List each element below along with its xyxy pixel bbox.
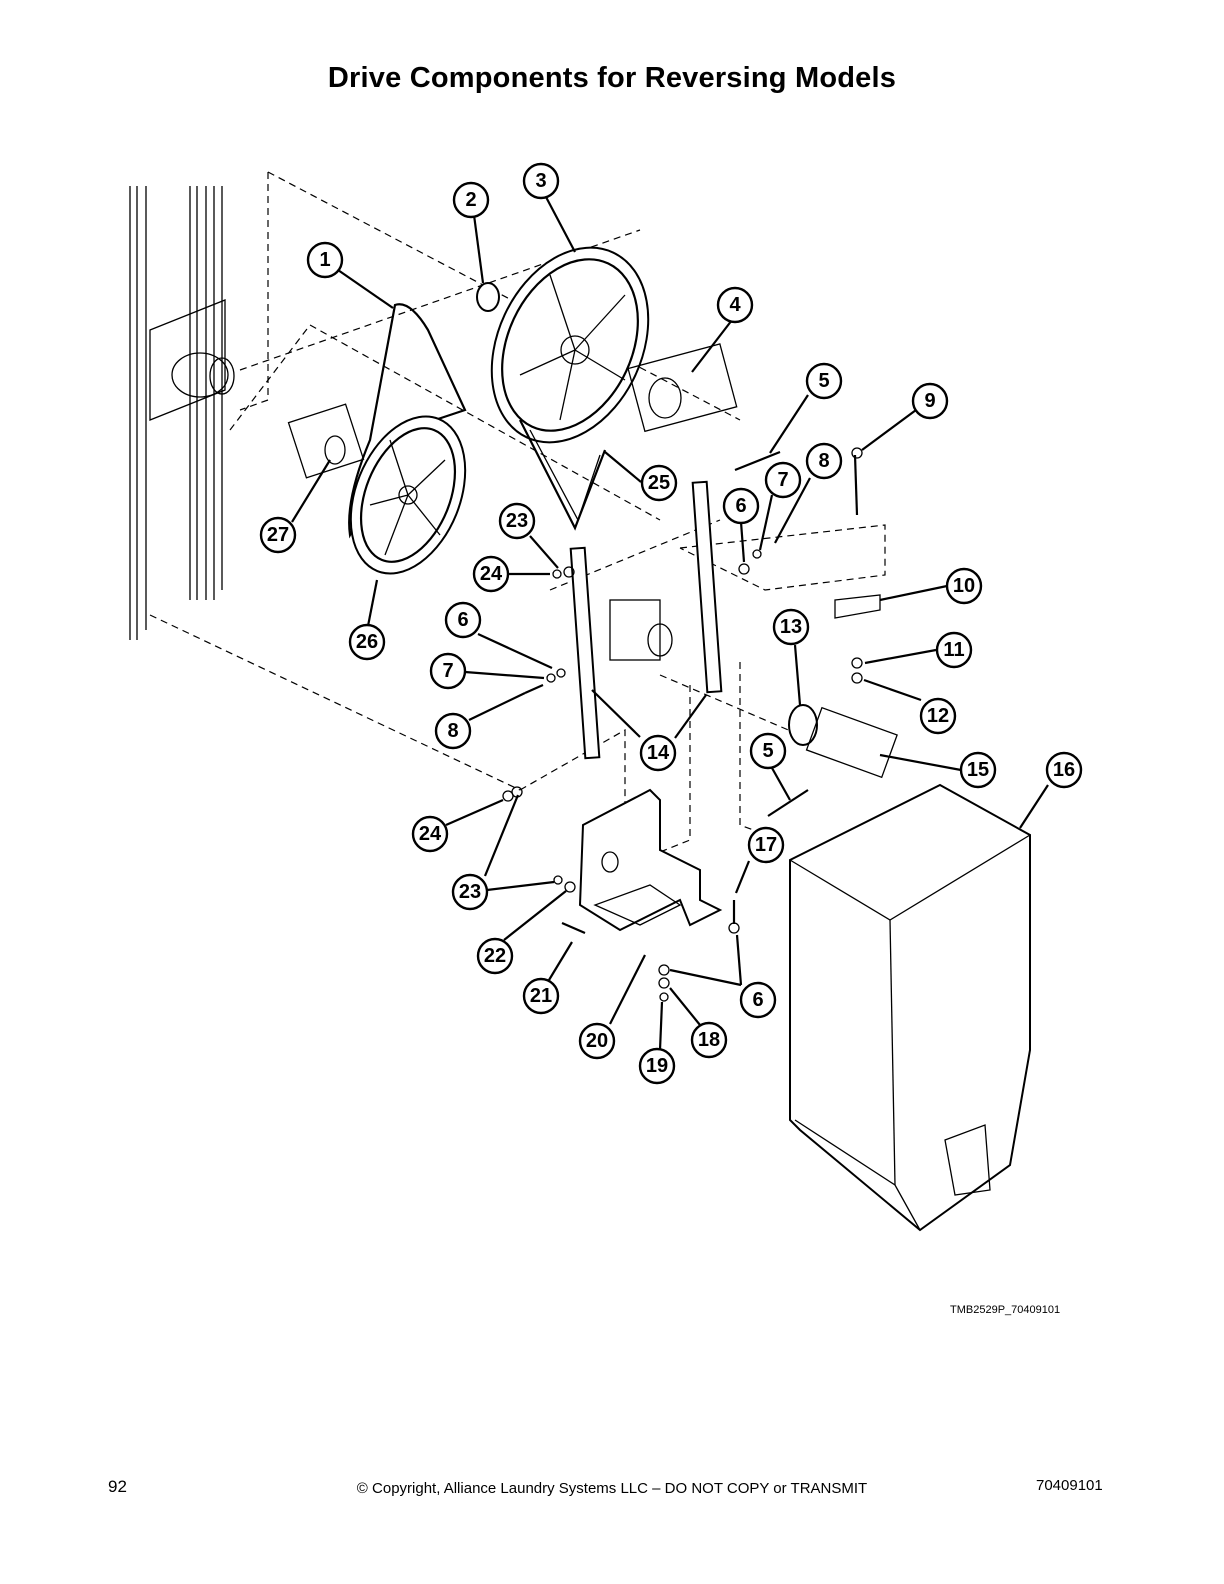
- svg-text:20: 20: [586, 1030, 608, 1052]
- svg-text:23: 23: [459, 881, 481, 903]
- svg-text:5: 5: [762, 740, 773, 762]
- callout-2: 2: [452, 181, 490, 219]
- svg-text:17: 17: [755, 834, 777, 856]
- callout-5-upper: 5: [805, 362, 843, 400]
- hardware: [502, 447, 898, 1002]
- figure-id: TMB2529P_70409101: [950, 1304, 1061, 1316]
- copyright-notice: © Copyright, Alliance Laundry Systems LL…: [356, 1480, 868, 1497]
- large-pulley-assembly: [476, 246, 738, 531]
- callout-3: 3: [522, 162, 560, 200]
- leader-lines: [291, 196, 1049, 1051]
- callout-5-lower: 5: [749, 732, 787, 770]
- svg-text:6: 6: [752, 989, 763, 1011]
- callout-17: 17: [747, 826, 785, 864]
- svg-text:11: 11: [943, 639, 964, 661]
- svg-text:23: 23: [506, 510, 528, 532]
- svg-text:15: 15: [967, 759, 989, 781]
- svg-text:18: 18: [698, 1029, 720, 1051]
- callout-22: 22: [476, 937, 514, 975]
- callout-6-lower: 6: [739, 981, 777, 1019]
- callout-23-lower: 23: [451, 873, 489, 911]
- callout-8-upper: 8: [805, 442, 843, 480]
- callout-19: 19: [638, 1047, 676, 1085]
- svg-text:14: 14: [647, 742, 670, 764]
- callout-7-left: 7: [429, 652, 467, 690]
- callout-9: 9: [911, 382, 949, 420]
- callout-24-upper: 24: [472, 555, 510, 593]
- svg-text:24: 24: [419, 823, 442, 845]
- svg-text:8: 8: [447, 720, 458, 742]
- svg-text:6: 6: [457, 609, 468, 631]
- frame-rails: [129, 186, 235, 640]
- callout-20: 20: [578, 1022, 616, 1060]
- callout-10: 10: [945, 567, 983, 605]
- callout-18: 18: [690, 1021, 728, 1059]
- callout-12: 12: [919, 697, 957, 735]
- page-title: Drive Components for Reversing Models: [327, 62, 897, 94]
- svg-text:1: 1: [319, 249, 330, 271]
- callout-6-upper: 6: [722, 487, 760, 525]
- callout-25: 25: [640, 464, 678, 502]
- document-number: 70409101: [1036, 1477, 1103, 1494]
- svg-text:3: 3: [535, 170, 546, 192]
- svg-text:7: 7: [777, 469, 788, 491]
- svg-text:27: 27: [267, 524, 289, 546]
- svg-text:13: 13: [780, 616, 802, 638]
- svg-text:12: 12: [927, 705, 949, 727]
- svg-text:21: 21: [530, 985, 552, 1007]
- svg-text:22: 22: [484, 945, 506, 967]
- svg-text:26: 26: [356, 631, 378, 653]
- callout-7-upper: 7: [764, 461, 802, 499]
- callout-8-left: 8: [434, 712, 472, 750]
- callout-27: 27: [259, 516, 297, 554]
- callout-13: 13: [772, 608, 810, 646]
- callout-16: 16: [1045, 751, 1083, 789]
- motor-bracket: [578, 788, 723, 932]
- svg-text:25: 25: [648, 472, 670, 494]
- callout-11: 11: [935, 631, 973, 669]
- svg-text:19: 19: [646, 1055, 668, 1077]
- svg-text:9: 9: [924, 390, 935, 412]
- svg-text:8: 8: [818, 450, 829, 472]
- svg-text:16: 16: [1053, 759, 1075, 781]
- callout-21: 21: [522, 977, 560, 1015]
- callout-23-upper: 23: [498, 502, 536, 540]
- svg-text:7: 7: [442, 660, 453, 682]
- callout-1: 1: [306, 241, 344, 279]
- small-pulley-assembly: [287, 303, 467, 575]
- svg-text:4: 4: [729, 294, 741, 316]
- svg-text:10: 10: [953, 575, 975, 597]
- callout-4: 4: [716, 286, 754, 324]
- page-number: 92: [108, 1477, 127, 1496]
- svg-text:6: 6: [735, 495, 746, 517]
- svg-text:24: 24: [480, 563, 503, 585]
- callout-26: 26: [348, 623, 386, 661]
- mounting-bars: [569, 480, 723, 760]
- callout-14: 14: [639, 734, 677, 772]
- belt-guard-cover: [789, 783, 1031, 1232]
- callout-15: 15: [959, 751, 997, 789]
- svg-text:2: 2: [465, 189, 476, 211]
- callout-6-left: 6: [444, 601, 482, 639]
- callout-24-lower: 24: [411, 815, 449, 853]
- svg-text:5: 5: [818, 370, 829, 392]
